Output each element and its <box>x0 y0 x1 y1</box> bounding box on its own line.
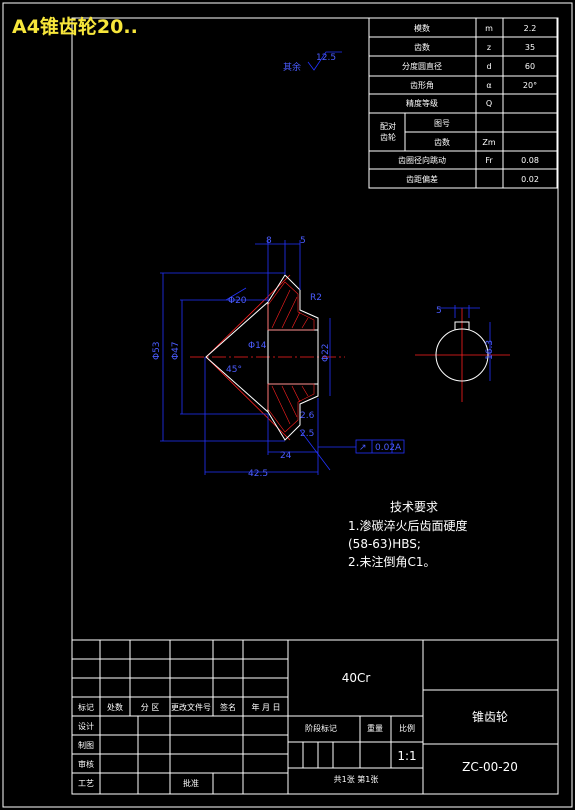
svg-text:齿形角: 齿形角 <box>410 80 434 90</box>
parameter-table <box>368 17 558 189</box>
svg-text:Φ20: Φ20 <box>228 296 247 306</box>
svg-text:齿数: 齿数 <box>434 137 450 147</box>
svg-text:处数: 处数 <box>107 702 123 712</box>
svg-text:锥齿轮: 锥齿轮 <box>472 710 508 724</box>
svg-text:齿距偏差: 齿距偏差 <box>406 174 438 184</box>
gear-section-view: Φ53 Φ47 8 5 Φ22 Φ14 Φ20 R2 45° 24 42.5 2… <box>152 236 345 479</box>
svg-text:d: d <box>486 62 491 71</box>
svg-text:5: 5 <box>300 236 306 246</box>
sheet-title: A4锥齿轮20.. <box>12 15 138 38</box>
svg-text:Φ14: Φ14 <box>248 341 267 351</box>
svg-text:分 区: 分 区 <box>141 703 160 712</box>
svg-text:42.5: 42.5 <box>248 469 268 479</box>
svg-text:Φ22: Φ22 <box>321 343 331 362</box>
svg-text:2.2: 2.2 <box>524 24 537 33</box>
svg-text:Φ47: Φ47 <box>171 341 181 360</box>
svg-text:比例: 比例 <box>399 723 415 733</box>
parameter-rows: 模数 m 2.2 齿数 z 35 分度圆直径 d 60 齿形角 α 20° 精度… <box>380 23 539 184</box>
title-block-text: 40Cr 锥齿轮 ZC-00-20 比例 1:1 重量 阶段标记 共1张 第1张… <box>78 671 518 788</box>
svg-text:0.02: 0.02 <box>521 175 539 184</box>
svg-text:0.02: 0.02 <box>375 443 395 453</box>
svg-text:R2: R2 <box>310 293 322 303</box>
svg-text:分度圆直径: 分度圆直径 <box>402 61 442 71</box>
svg-text:α: α <box>486 81 491 90</box>
svg-text:技术要求: 技术要求 <box>390 500 438 514</box>
svg-text:批准: 批准 <box>183 778 199 788</box>
svg-text:16.3: 16.3 <box>485 340 495 360</box>
svg-text:阶段标记: 阶段标记 <box>305 723 337 733</box>
svg-text:ZC-00-20: ZC-00-20 <box>462 760 518 774</box>
svg-text:1.渗碳淬火后齿面硬度: 1.渗碳淬火后齿面硬度 <box>348 518 467 533</box>
svg-text:工艺: 工艺 <box>78 779 94 788</box>
svg-text:重量: 重量 <box>367 723 383 733</box>
svg-text:更改文件号: 更改文件号 <box>171 702 211 712</box>
svg-text:图号: 图号 <box>434 119 450 128</box>
svg-text:签名: 签名 <box>220 702 236 712</box>
svg-text:(58-63)HBS;: (58-63)HBS; <box>348 537 421 551</box>
svg-text:Q: Q <box>486 99 492 108</box>
svg-text:齿数: 齿数 <box>414 42 430 52</box>
svg-text:35: 35 <box>525 43 535 52</box>
svg-text:A: A <box>395 443 402 453</box>
svg-text:Φ53: Φ53 <box>152 341 162 360</box>
tolerance-frame: ↗ 0.02 A <box>318 439 405 454</box>
svg-text:模数: 模数 <box>414 23 430 33</box>
svg-text:配对齿轮: 配对齿轮 <box>380 121 396 142</box>
svg-text:24: 24 <box>280 451 292 461</box>
svg-text:20°: 20° <box>523 81 537 90</box>
svg-text:5: 5 <box>436 306 442 316</box>
svg-text:45°: 45° <box>226 365 242 375</box>
svg-text:8: 8 <box>266 236 272 246</box>
svg-text:Zm: Zm <box>482 138 495 147</box>
svg-text:1:1: 1:1 <box>397 749 416 763</box>
svg-text:制图: 制图 <box>78 740 94 750</box>
svg-text:40Cr: 40Cr <box>342 671 371 685</box>
svg-text:年 月 日: 年 月 日 <box>251 702 280 712</box>
svg-text:设计: 设计 <box>78 721 94 731</box>
svg-text:标记: 标记 <box>78 702 94 712</box>
surface-roughness-symbol: 其余 12.5 <box>283 51 342 73</box>
svg-text:精度等级: 精度等级 <box>406 98 438 108</box>
svg-text:0.08: 0.08 <box>521 156 539 165</box>
svg-text:z: z <box>487 43 491 52</box>
svg-text:2.6: 2.6 <box>300 411 315 421</box>
svg-text:↗: ↗ <box>359 443 367 453</box>
svg-text:齿圈径向跳动: 齿圈径向跳动 <box>398 155 446 165</box>
svg-text:2.5: 2.5 <box>300 429 314 439</box>
svg-text:m: m <box>485 24 493 33</box>
technical-requirements: 技术要求 1.渗碳淬火后齿面硬度 (58-63)HBS; 2.未注倒角C1。 <box>348 500 467 569</box>
svg-text:2.未注倒角C1。: 2.未注倒角C1。 <box>348 554 435 569</box>
svg-text:审核: 审核 <box>78 759 94 769</box>
svg-text:其余: 其余 <box>283 61 301 73</box>
svg-text:Fr: Fr <box>485 156 493 165</box>
hub-side-view: 5 16.3 <box>415 305 510 402</box>
svg-text:12.5: 12.5 <box>316 53 336 63</box>
title-block <box>71 639 559 795</box>
svg-text:共1张 第1张: 共1张 第1张 <box>334 774 379 784</box>
svg-text:60: 60 <box>525 62 535 71</box>
